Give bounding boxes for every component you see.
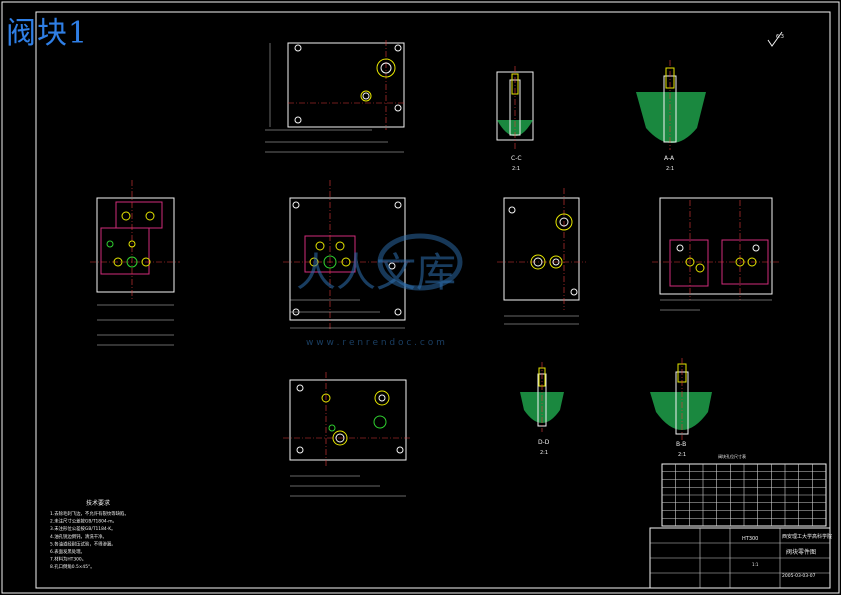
tech-requirement-item: 7.材料为HT300。 <box>50 556 86 563</box>
svg-text:2:1: 2:1 <box>666 166 674 172</box>
left-view <box>90 180 180 346</box>
section-aa-label: A-A <box>664 155 675 162</box>
section-bb-label: B-B <box>676 441 686 448</box>
technical-requirements: 技术要求 1.去除毛刺飞边，不允许有裂纹等缺陷。2.未注尺寸公差按GB/T180… <box>50 499 129 570</box>
tech-requirement-item: 1.去除毛刺飞边，不允许有裂纹等缺陷。 <box>50 510 129 517</box>
section-cc: C-C 2:1 <box>496 66 534 172</box>
section-bb: B-B 2:1 <box>650 358 712 458</box>
bottom-view <box>283 372 412 497</box>
title-block: 西安理工大学高科学院 阀块零件图 2005-03-03-07 HT300 1:1 <box>649 527 832 589</box>
hole-table: 阀块孔位尺寸表 <box>661 453 827 527</box>
drawing-title: 阀块1 <box>6 16 89 51</box>
tech-requirement-item: 3.未注形位公差按GB/T1184-K。 <box>50 525 116 532</box>
side-view <box>497 188 586 325</box>
tech-requirement-item: 5.各油道经耐压试验，不得渗漏。 <box>50 540 116 547</box>
watermark-text: 人人文库 <box>296 250 456 296</box>
top-view <box>265 40 405 153</box>
svg-text:2:1: 2:1 <box>512 166 520 172</box>
school-name: 西安理工大学高科学院 <box>782 533 832 540</box>
drawing-number: 2005-03-03-07 <box>782 573 816 579</box>
watermark-logo: 人人文库 w w w . r e n r e n d o c . c o m <box>296 233 463 348</box>
tech-requirement-item: 2.未注尺寸公差按GB/T1804-m。 <box>50 518 117 525</box>
hole-table-title: 阀块孔位尺寸表 <box>718 453 746 459</box>
watermark-url: w w w . r e n r e n d o c . c o m <box>306 338 445 348</box>
tech-requirement-item: 6.表面发黑处理。 <box>50 548 85 555</box>
material: HT300 <box>742 536 758 542</box>
inner-frame <box>35 11 831 589</box>
front-view <box>283 180 412 330</box>
section-aa: A-A 2:1 <box>636 60 706 172</box>
svg-text:2:1: 2:1 <box>678 452 686 458</box>
section-dd: D-D 2:1 <box>520 362 564 456</box>
roughness-symbol: 6.3 <box>767 31 784 47</box>
drawing-name: 阀块零件图 <box>786 548 816 556</box>
tech-requirement-item: 8.孔口倒角0.5×45°。 <box>50 563 95 570</box>
section-dd-label: D-D <box>538 439 550 446</box>
scale: 1:1 <box>752 562 759 567</box>
right-view <box>652 197 780 311</box>
roughness-value: 6.3 <box>776 34 784 40</box>
tech-heading: 技术要求 <box>86 499 110 507</box>
svg-text:2:1: 2:1 <box>540 450 548 456</box>
section-cc-label: C-C <box>511 155 522 162</box>
tech-requirement-item: 4.油孔锐边倒钝，清洗干净。 <box>50 533 107 540</box>
